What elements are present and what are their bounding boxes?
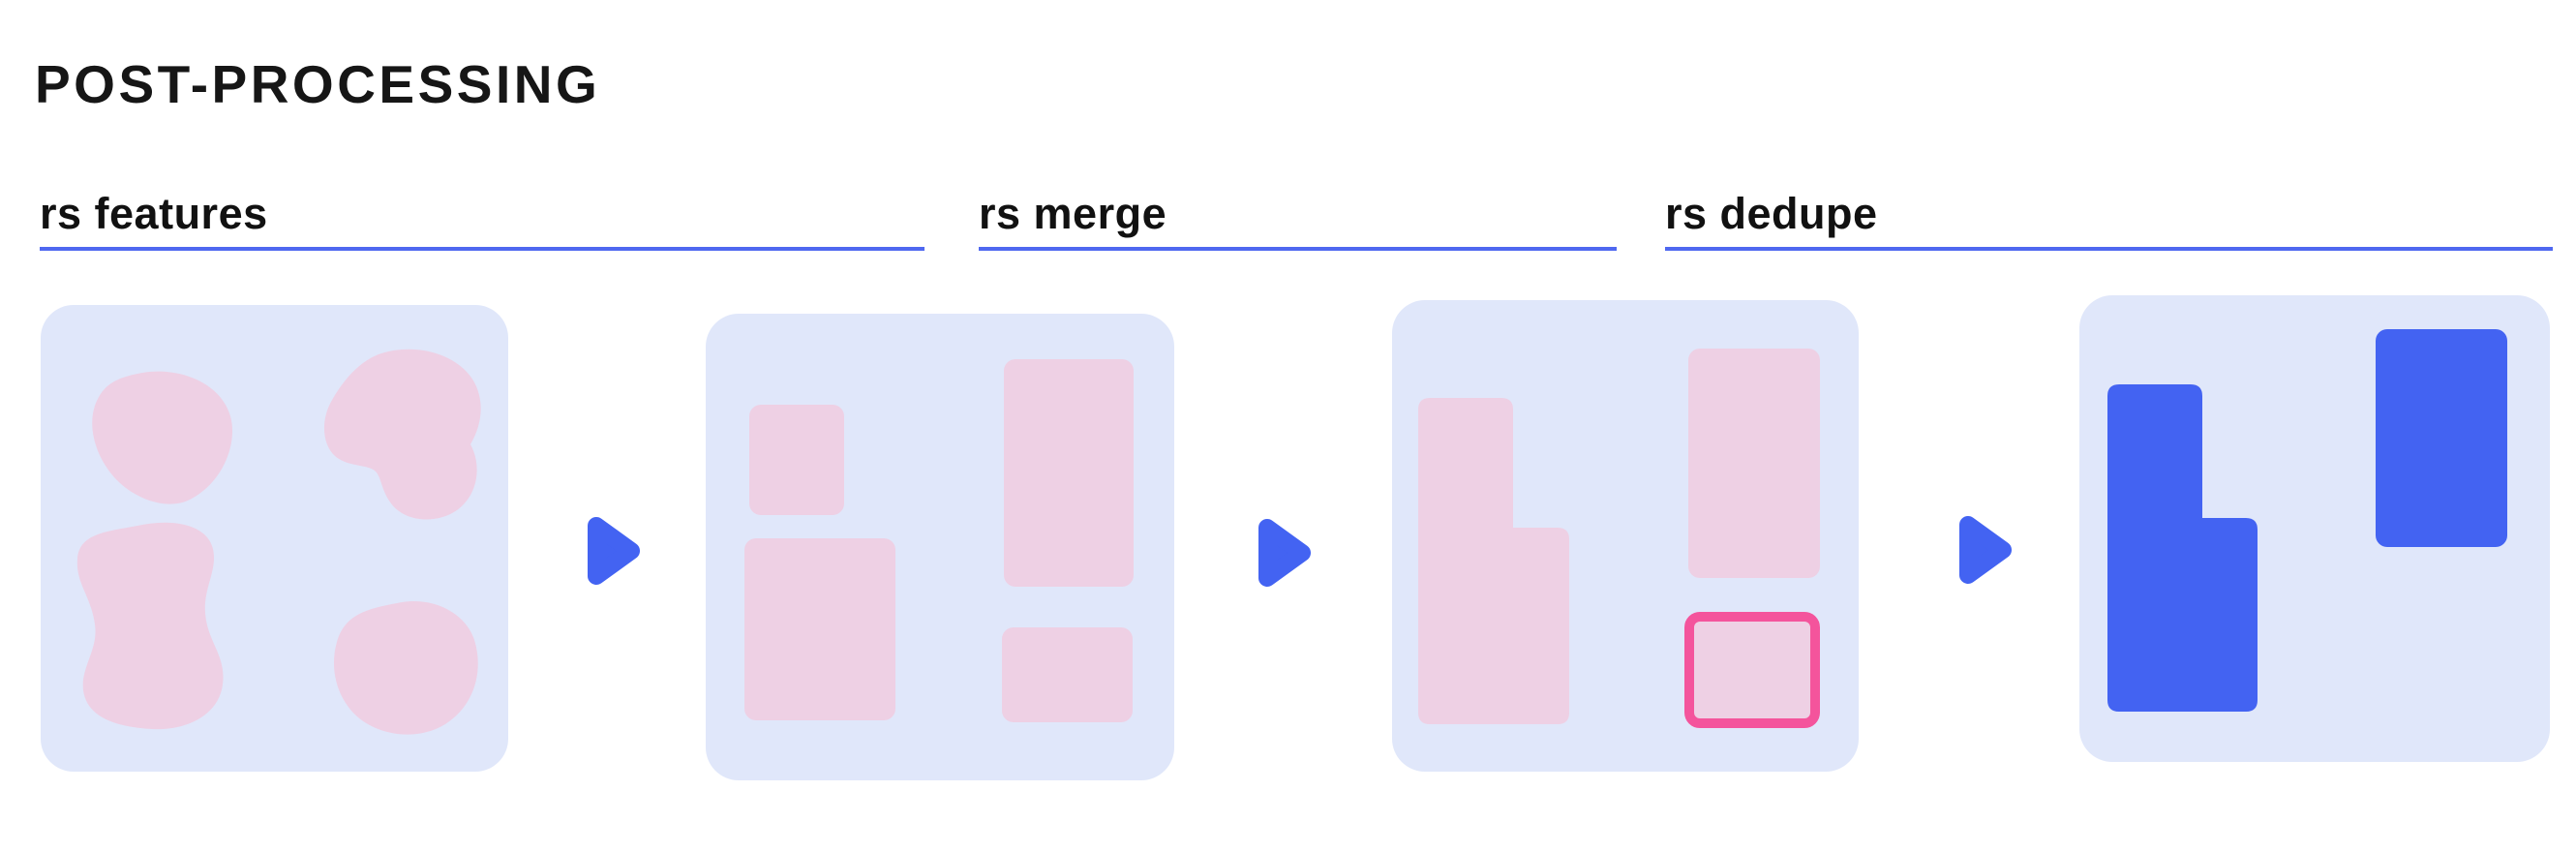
page-title: POST-PROCESSING	[35, 54, 601, 114]
merged-l-shape	[1418, 398, 1569, 724]
panel-merged-dedupe	[1392, 300, 1859, 772]
duplicate-highlight-box	[1684, 612, 1820, 728]
panel-raw-features	[41, 305, 508, 772]
feature-blob-top-left	[92, 371, 233, 504]
panel-final-result	[2079, 295, 2550, 762]
feature-blob-bottom-left	[76, 522, 224, 730]
arrow-right-icon	[1959, 516, 2012, 584]
stage-label-features: rs features	[40, 189, 268, 238]
stage-header-features: rs features	[40, 190, 924, 251]
stage-header-merge: rs merge	[979, 190, 1617, 251]
stage-label-merge: rs merge	[979, 189, 1167, 238]
arrow-right-icon	[1258, 519, 1311, 587]
final-l-shape	[2107, 384, 2258, 712]
feature-rect	[749, 405, 844, 515]
feature-rect	[1004, 359, 1134, 587]
stage-label-dedupe: rs dedupe	[1665, 189, 1878, 238]
panel-features-rects	[706, 314, 1174, 780]
final-l-shape-graphic	[2107, 384, 2258, 712]
feature-rect	[744, 538, 895, 720]
feature-blob-top-right	[323, 349, 481, 520]
final-rect	[2376, 329, 2507, 547]
stage-header-dedupe: rs dedupe	[1665, 190, 2553, 251]
feature-blob-bottom-right	[333, 600, 478, 735]
feature-rect	[1688, 349, 1820, 578]
feature-rect	[1002, 627, 1133, 722]
feature-blobs-graphic	[76, 349, 481, 735]
arrow-right-icon	[588, 517, 640, 585]
merged-l-shape-graphic	[1418, 398, 1569, 724]
